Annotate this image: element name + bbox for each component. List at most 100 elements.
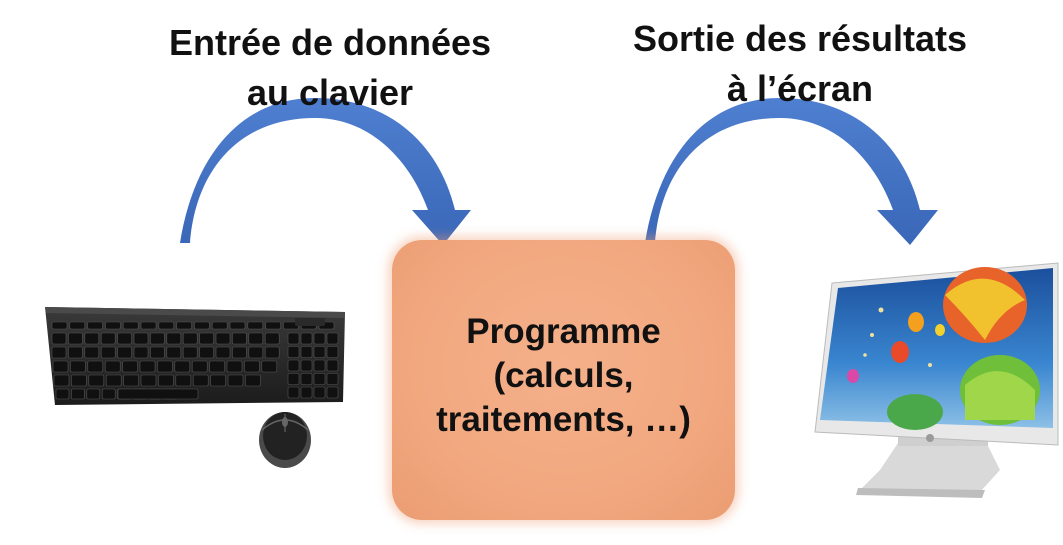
keyboard-key	[68, 346, 83, 359]
keyboard-numpad-key	[326, 386, 339, 399]
keyboard-key	[199, 332, 214, 345]
keyboard-key	[247, 321, 264, 330]
keyboard-key	[70, 360, 86, 373]
monitor-icon	[814, 262, 1059, 498]
keyboard-key	[244, 360, 260, 373]
keyboard-key	[150, 346, 165, 359]
keyboard-key	[229, 321, 246, 330]
keyboard-key	[209, 360, 225, 373]
keyboard-key	[105, 321, 121, 330]
keyboard-key	[261, 360, 278, 373]
keyboard-key	[150, 332, 165, 345]
keyboard-numpad-key	[326, 373, 339, 385]
keyboard-key	[100, 346, 116, 359]
output-label: Sortie des résultats à l’écran	[600, 14, 1000, 114]
output-label-line2: à l’écran	[726, 68, 874, 109]
keyboard-numpad-key	[287, 346, 300, 358]
keyboard-key	[117, 332, 132, 345]
keyboard-key	[122, 321, 139, 330]
keyboard-key	[104, 360, 121, 373]
keyboard-key	[211, 321, 228, 330]
program-label-line1: Programme	[466, 312, 661, 351]
keyboard-key	[105, 374, 122, 387]
keyboard-key	[174, 360, 191, 373]
keyboard-key	[158, 374, 174, 387]
keyboard-key	[51, 321, 68, 330]
keyboard-key	[100, 332, 116, 345]
keyboard-key	[210, 374, 226, 387]
keyboard-numpad-key	[313, 386, 326, 399]
program-box	[392, 240, 735, 520]
keyboard-key	[117, 346, 132, 359]
keyboard-key	[199, 346, 214, 359]
keyboard-key	[86, 388, 101, 400]
keyboard-key	[51, 332, 67, 345]
keyboard-icon	[45, 307, 345, 405]
input-label: Entrée de données au clavier	[140, 18, 520, 118]
keyboard-key	[248, 346, 264, 359]
keyboard-numpad-key	[313, 373, 326, 385]
keyboard-key	[264, 332, 280, 345]
keyboard-key	[133, 346, 149, 359]
program-label-line2: (calculs,	[493, 356, 634, 395]
keyboard-key	[191, 360, 208, 373]
keyboard-key	[248, 332, 264, 345]
keyboard-spacebar	[117, 388, 199, 400]
keyboard-key	[122, 360, 138, 373]
keyboard-numpad-key	[287, 332, 300, 345]
keyboard-key	[245, 374, 261, 387]
keyboard-key	[166, 332, 182, 345]
keyboard-key	[264, 346, 280, 359]
keyboard-numpad-key	[300, 373, 313, 385]
keyboard-key	[215, 346, 231, 359]
output-label-line1: Sortie des résultats	[632, 18, 968, 59]
mouse-icon	[259, 412, 311, 468]
keyboard-key	[133, 332, 149, 345]
keyboard-key	[87, 321, 103, 330]
keyboard-key	[68, 332, 83, 345]
keyboard-numpad-key	[287, 359, 300, 372]
keyboard-key	[71, 374, 87, 387]
arrow-input-icon	[180, 98, 471, 245]
keyboard-key	[84, 332, 100, 345]
keyboard-key	[158, 321, 175, 330]
keyboard-key	[87, 360, 104, 373]
keyboard-numpad-key	[326, 359, 339, 372]
keyboard-key	[139, 360, 156, 373]
arrow-output-icon	[645, 98, 938, 245]
keyboard-key	[101, 388, 116, 400]
keyboard-numpad-key	[300, 386, 313, 399]
keyboard-key	[232, 332, 247, 345]
keyboard-key	[194, 321, 210, 330]
input-label-line1: Entrée de données	[168, 22, 492, 63]
keyboard-key	[175, 374, 192, 387]
program-label: Programme (calculs, traitements, …)	[392, 310, 735, 442]
keyboard-key	[192, 374, 209, 387]
keyboard-key	[157, 360, 173, 373]
keyboard-key	[51, 346, 67, 359]
keyboard-key	[52, 360, 69, 373]
keyboard-numpad-key	[300, 359, 313, 372]
keyboard-numpad-key	[326, 332, 339, 345]
keyboard-key	[140, 374, 157, 387]
keyboard-key	[84, 346, 100, 359]
program-label-line3: traitements, …)	[436, 400, 691, 439]
keyboard-numpad-key	[287, 386, 300, 399]
keyboard-key	[176, 321, 192, 330]
keyboard-key	[140, 321, 157, 330]
keyboard-key	[53, 374, 70, 387]
keyboard-numpad-key	[313, 332, 326, 345]
keyboard-key	[215, 332, 231, 345]
keyboard-key	[182, 332, 198, 345]
keyboard-key	[182, 346, 198, 359]
keyboard-key	[123, 374, 139, 387]
keyboard-key	[232, 346, 247, 359]
keyboard-numpad-key	[300, 332, 313, 345]
keyboard-key	[71, 388, 85, 400]
keyboard-key	[265, 321, 281, 330]
keyboard-numpad-key	[313, 359, 326, 372]
keyboard-key	[55, 388, 70, 400]
keyboard-numpad-key	[313, 346, 326, 358]
